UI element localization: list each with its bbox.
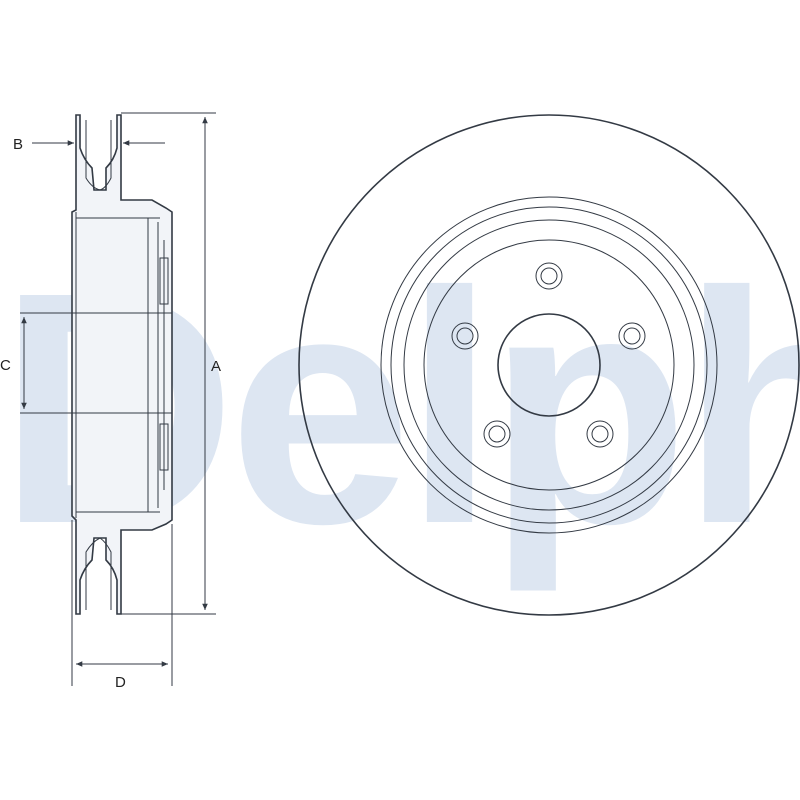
dimension-d-label: D <box>115 674 126 691</box>
hub-face-ring <box>423 239 675 491</box>
vane-line-bottom-right <box>99 537 112 610</box>
rotor-outer-edge <box>298 114 800 616</box>
dimension-b: B <box>13 136 165 153</box>
center-bore <box>497 313 601 417</box>
front-view <box>298 114 800 616</box>
bolt-hole <box>483 420 511 448</box>
hat-outer-ring <box>390 206 708 524</box>
dimension-b-label: B <box>13 136 23 153</box>
vane-line-top-left <box>85 120 101 191</box>
dimension-c: C <box>0 317 27 409</box>
vane-line-bottom-left <box>85 537 101 610</box>
side-view <box>20 114 173 615</box>
side-view-profile <box>71 114 173 615</box>
hat-step-ring <box>403 219 695 511</box>
bolt-hole <box>451 322 479 350</box>
bolt-hole <box>618 322 646 350</box>
bolt-section-top <box>159 257 169 305</box>
dimension-c-label: C <box>0 357 11 374</box>
bolt-hole <box>586 420 614 448</box>
dimension-d: D <box>71 520 173 691</box>
vane-line-top-right <box>99 120 112 191</box>
dimension-a-label: A <box>211 358 221 375</box>
bolt-section-bottom <box>159 423 169 471</box>
bolt-hole <box>535 262 563 290</box>
braking-surface-inner-edge <box>380 196 718 534</box>
dimension-a: A <box>121 112 221 615</box>
